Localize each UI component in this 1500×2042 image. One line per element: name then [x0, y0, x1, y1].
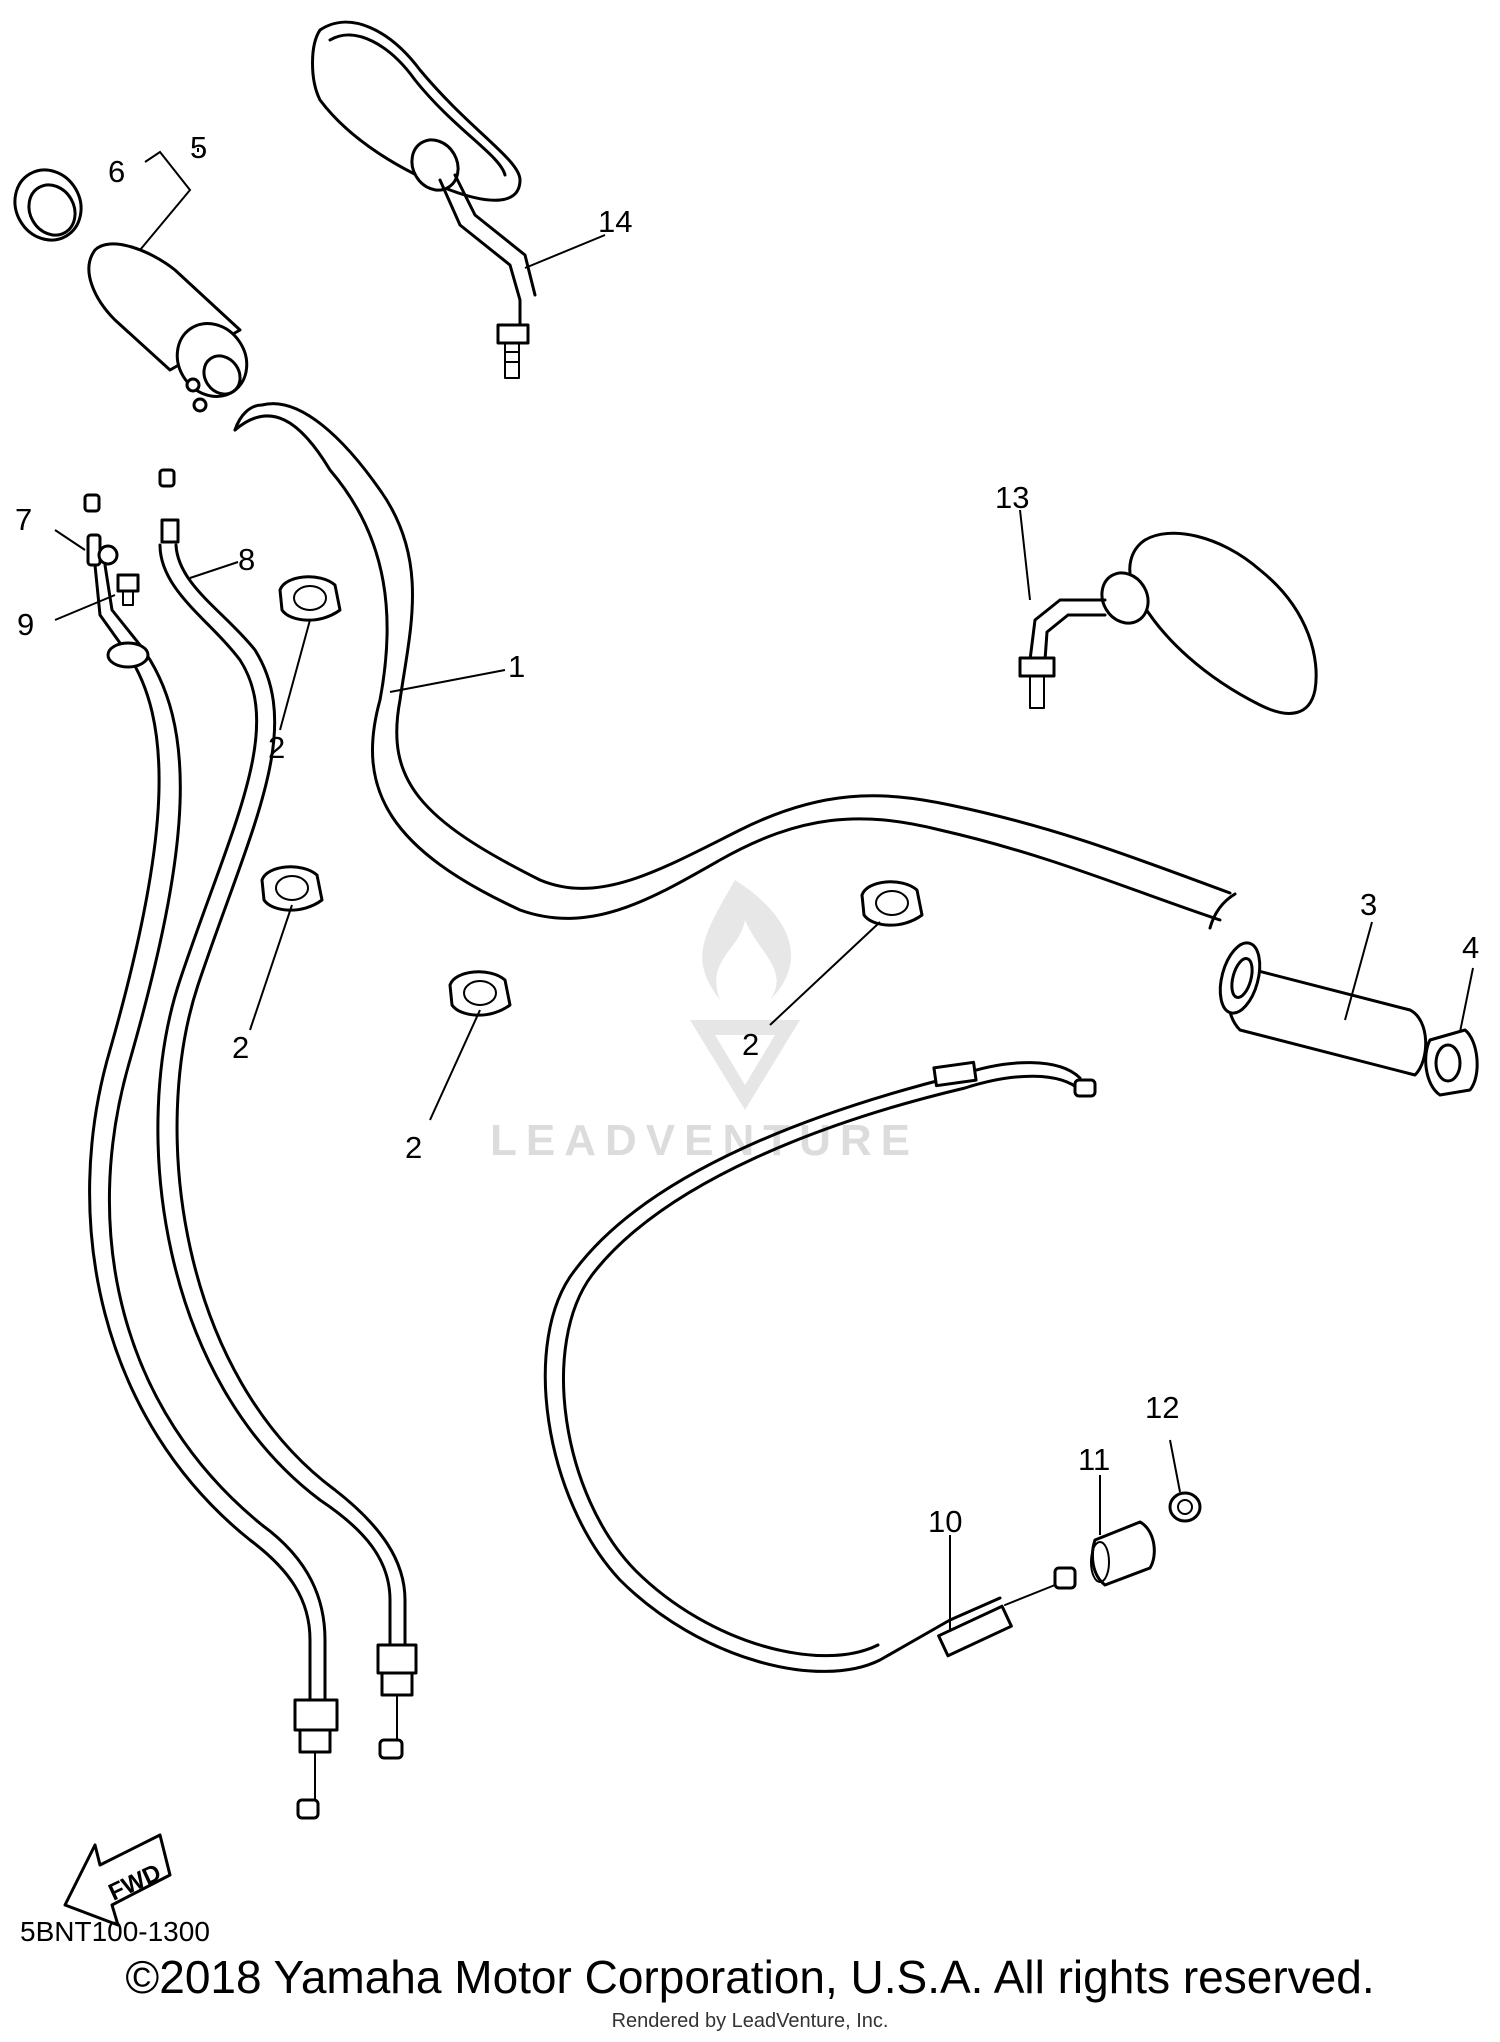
callout-2d: 2 — [742, 1027, 759, 1062]
holder-clamp-part-2b — [260, 865, 324, 912]
grip-end-part-4 — [1424, 1028, 1479, 1097]
callout-1: 1 — [508, 649, 525, 684]
callout-14: 14 — [598, 204, 632, 239]
callout-6: 6 — [108, 154, 125, 189]
holder-clamp-part-2c — [448, 970, 512, 1017]
callout-labels: 1 2 2 2 2 3 4 5 6 7 8 9 10 11 12 13 14 — [15, 130, 1479, 1539]
callout-5: 5 — [190, 130, 207, 165]
diagram-code: 5BNT100-1300 — [20, 1916, 210, 1947]
rendered-by-note: Rendered by LeadVenture, Inc. — [611, 2010, 889, 2032]
callout-7: 7 — [15, 502, 32, 537]
callout-2c: 2 — [405, 1130, 422, 1165]
right-mirror-part-13 — [1018, 531, 1318, 715]
right-grip-part-3 — [1218, 941, 1428, 1077]
screw-part-9 — [116, 573, 140, 606]
callout-12: 12 — [1145, 1390, 1179, 1425]
leadventure-watermark: LEADVENTURE — [490, 880, 919, 1165]
copyright-notice: ©2018 Yamaha Motor Corporation, U.S.A. A… — [125, 1951, 1375, 2003]
callout-4: 4 — [1462, 930, 1479, 965]
fwd-arrow-icon: FWD — [63, 1833, 172, 1927]
clutch-cable-part-10 — [543, 1060, 1097, 1673]
callout-13: 13 — [995, 480, 1029, 515]
holder-clamp-part-2a — [278, 575, 342, 622]
leader-lines — [54, 148, 1474, 1630]
throttle-cable-part-7 — [83, 493, 339, 1820]
watermark-text: LEADVENTURE — [490, 1116, 919, 1165]
callout-3: 3 — [1360, 887, 1377, 922]
callout-8: 8 — [238, 542, 255, 577]
adjuster-part-11 — [1090, 1520, 1156, 1587]
holder-clamp-part-2d — [860, 880, 924, 927]
grip-ring-part-6 — [13, 168, 83, 242]
nut-part-12 — [1168, 1491, 1202, 1523]
callout-2a: 2 — [268, 730, 285, 765]
callout-11: 11 — [1078, 1442, 1110, 1477]
callout-9: 9 — [17, 607, 34, 642]
callout-2b: 2 — [232, 1030, 249, 1065]
callout-10: 10 — [928, 1504, 962, 1539]
left-mirror-part-14 — [311, 20, 537, 379]
handlebar-part-1 — [233, 402, 1237, 930]
throttle-cable-part-8 — [156, 468, 418, 1760]
left-grip-part-5 — [87, 242, 249, 413]
